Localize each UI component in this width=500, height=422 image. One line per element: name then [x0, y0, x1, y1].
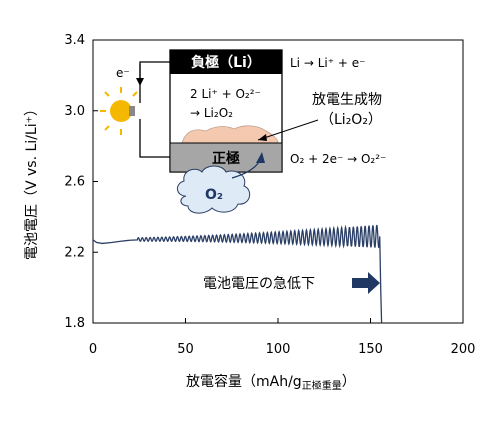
reaction-line-1: 2 Li⁺ + O₂²⁻ [190, 87, 261, 101]
y-tick-label: 3.4 [64, 33, 85, 48]
y-axis-label: 電池電圧（V vs. Li/Li⁺） [24, 102, 40, 260]
oxygen-label: O₂ [205, 187, 223, 203]
y-axis-ticks: 1.8 2.2 2.6 3.0 3.4 [64, 33, 98, 331]
x-axis-label-sub: 正極重量 [302, 379, 342, 392]
x-tick-label: 100 [266, 342, 291, 357]
product-pointer-line [257, 119, 319, 141]
x-axis-label: 放電容量（mAh/g正極重量） [186, 373, 356, 392]
y-tick-label: 2.2 [64, 245, 85, 260]
circuit-wire [139, 61, 170, 103]
anode-label: 負極（Li） [191, 54, 261, 71]
oxygen-flow-arrowhead-icon [256, 152, 265, 163]
voltage-drop-arrow-icon [352, 272, 380, 294]
product-pointer-arrowhead-icon [258, 134, 267, 141]
product-label-1: 放電生成物 [312, 92, 382, 108]
cathode-reaction: O₂ + 2e⁻ → O₂²⁻ [290, 152, 386, 166]
x-tick-label: 150 [358, 342, 383, 357]
x-tick-label: 50 [177, 342, 194, 357]
x-tick-label: 0 [89, 342, 97, 357]
series-line [92, 224, 383, 324]
cathode-label: 正極 [212, 150, 240, 167]
electron-label: e⁻ [116, 66, 130, 80]
anode-reaction: Li → Li⁺ + e⁻ [290, 56, 365, 70]
y-tick-label: 2.6 [64, 175, 85, 190]
y-tick-label: 1.8 [64, 316, 85, 331]
oxygen-cloud-icon [177, 165, 251, 214]
reaction-line-2: → Li₂O₂ [190, 106, 233, 120]
x-axis-label-close: ） [342, 374, 356, 390]
voltage-drop-label: 電池電圧の急低下 [203, 276, 315, 292]
y-tick-label: 3.0 [64, 104, 85, 119]
x-axis-label-main: 放電容量（mAh/g [186, 373, 302, 390]
x-axis-ticks: 0 50 100 150 200 [89, 318, 476, 357]
anode-bar [170, 50, 282, 74]
circuit-wire-lower [139, 119, 170, 158]
light-bulb-icon [100, 87, 138, 135]
product-label-2: （Li₂O₂） [320, 112, 382, 128]
electron-arrowhead-icon [136, 78, 144, 86]
x-tick-label: 200 [451, 342, 476, 357]
